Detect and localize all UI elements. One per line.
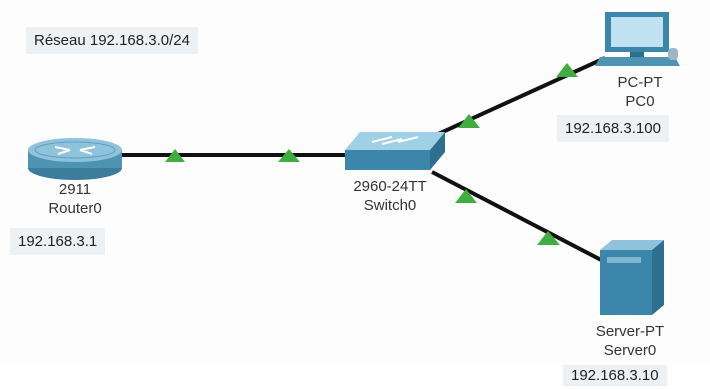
server-name: Server0 bbox=[603, 342, 657, 359]
pc-label: PC-PT PC0 bbox=[600, 73, 680, 111]
pc-ip: 192.168.3.100 bbox=[557, 115, 669, 142]
pc-icon[interactable] bbox=[595, 12, 680, 66]
router-name: Router0 bbox=[48, 200, 102, 217]
switch-name: Switch0 bbox=[363, 197, 417, 214]
link-switch-pc[interactable] bbox=[424, 56, 606, 142]
router-model: 2911 bbox=[58, 181, 92, 198]
network-title: Réseau 192.168.3.0/24 bbox=[26, 27, 198, 54]
router-label: 2911 Router0 bbox=[30, 180, 120, 218]
status-up-icon bbox=[556, 63, 578, 77]
server-ip: 192.168.3.10 bbox=[563, 365, 667, 386]
link-status-indicators bbox=[165, 63, 578, 245]
status-up-icon bbox=[455, 189, 477, 203]
pc-name: PC0 bbox=[625, 93, 655, 110]
server-label: Server-PT Server0 bbox=[580, 322, 680, 360]
status-up-icon bbox=[458, 114, 480, 128]
router-ip: 192.168.3.1 bbox=[10, 228, 106, 255]
switch-model: 2960-24TT bbox=[353, 178, 427, 195]
link-switch-server[interactable] bbox=[431, 170, 606, 264]
switch-icon[interactable] bbox=[345, 132, 445, 170]
server-icon[interactable] bbox=[600, 240, 664, 315]
status-up-icon bbox=[278, 149, 300, 162]
server-model: Server-PT bbox=[595, 323, 665, 340]
links bbox=[120, 56, 606, 264]
status-up-icon bbox=[537, 231, 560, 245]
router-icon[interactable] bbox=[28, 138, 122, 180]
status-up-icon bbox=[165, 149, 185, 162]
pc-model: PC-PT bbox=[617, 74, 663, 91]
switch-label: 2960-24TT Switch0 bbox=[335, 177, 445, 215]
